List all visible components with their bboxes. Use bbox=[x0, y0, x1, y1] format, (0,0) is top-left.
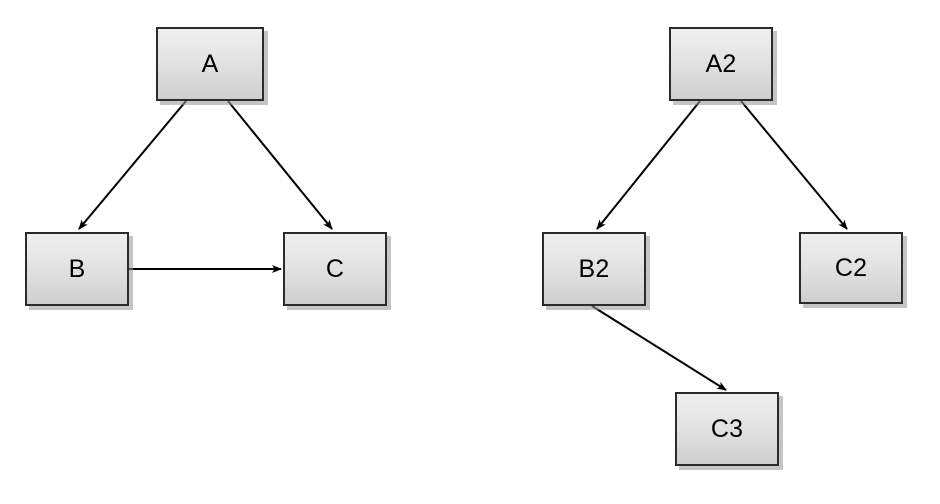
node-c2[interactable]: C2 bbox=[799, 232, 903, 304]
edge-a-c[interactable] bbox=[227, 100, 333, 230]
edge-a-b[interactable] bbox=[78, 100, 187, 230]
node-b2[interactable]: B2 bbox=[542, 232, 646, 306]
node-c[interactable]: C bbox=[283, 232, 387, 306]
node-label: A bbox=[201, 49, 219, 78]
node-a2[interactable]: A2 bbox=[669, 27, 773, 101]
node-label: C bbox=[325, 254, 345, 283]
node-label: C3 bbox=[710, 414, 744, 443]
edge-b2-c3[interactable] bbox=[591, 305, 727, 391]
edge-a2-c2[interactable] bbox=[740, 100, 848, 230]
node-b[interactable]: B bbox=[25, 232, 129, 306]
node-c3[interactable]: C3 bbox=[675, 392, 779, 466]
node-label: A2 bbox=[705, 49, 737, 78]
edge-a2-b2[interactable] bbox=[596, 100, 701, 230]
node-label: B bbox=[68, 254, 86, 283]
node-label: C2 bbox=[834, 253, 868, 282]
node-label: B2 bbox=[578, 254, 610, 283]
node-a[interactable]: A bbox=[156, 27, 264, 101]
